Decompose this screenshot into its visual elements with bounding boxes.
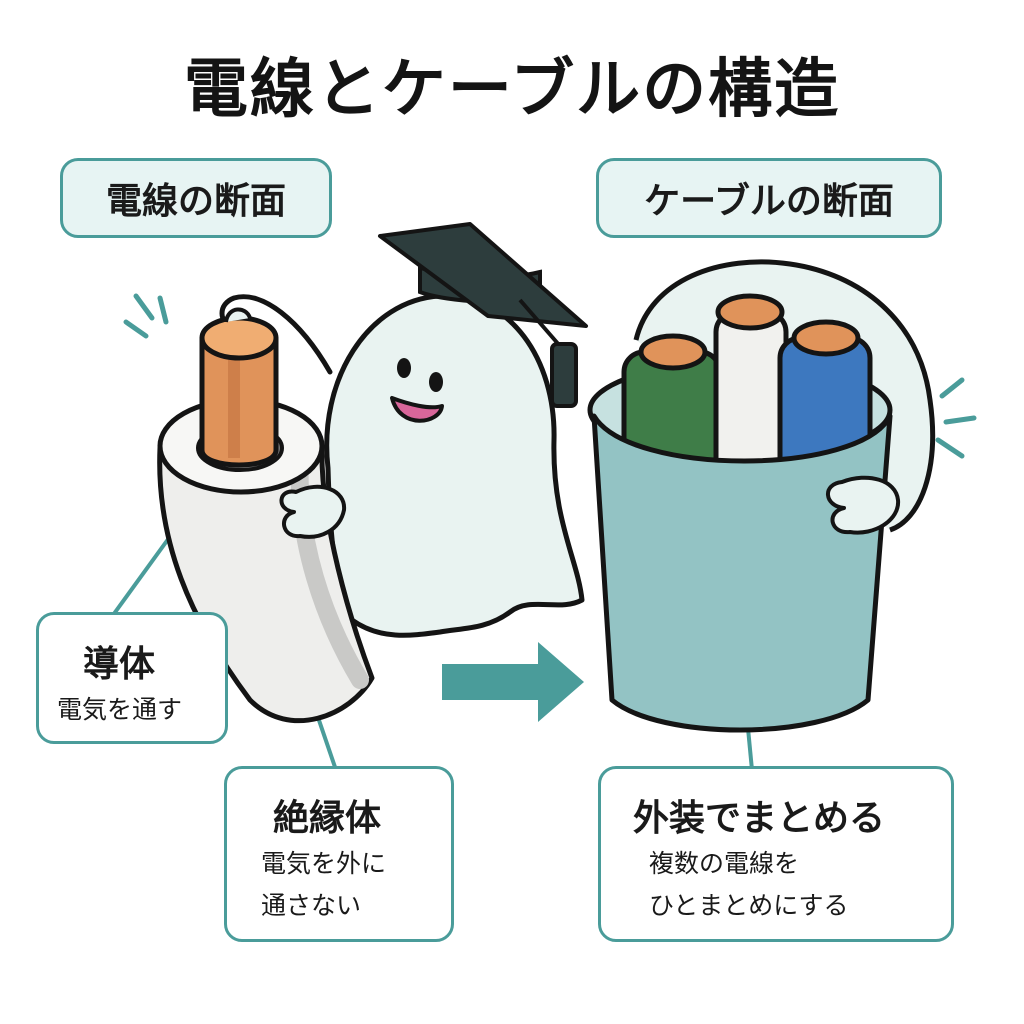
insulator-body-line2: 通さない bbox=[261, 891, 362, 920]
motion-marks bbox=[123, 293, 977, 459]
insulator-title: 絶縁体 bbox=[273, 798, 382, 839]
conductor-label: 導体 電気を通す bbox=[36, 612, 228, 744]
sheath-body-line1: 複数の電線を bbox=[649, 849, 800, 878]
right-header-text: ケーブルの断面 bbox=[644, 181, 894, 222]
insulator-body-line1: 電気を外に bbox=[261, 849, 387, 878]
left-header-text: 電線の断面 bbox=[105, 181, 286, 222]
right-header: ケーブルの断面 bbox=[596, 158, 942, 238]
sheath-title: 外装でまとめる bbox=[633, 798, 886, 839]
insulator-label: 絶縁体 電気を外に 通さない bbox=[224, 766, 454, 942]
left-header: 電線の断面 bbox=[60, 158, 332, 238]
arrow-right-icon bbox=[442, 642, 584, 722]
conductor-title: 導体 bbox=[83, 644, 156, 685]
sheath-label: 外装でまとめる 複数の電線を ひとまとめにする bbox=[598, 766, 954, 942]
sheath-body-line2: ひとまとめにする bbox=[649, 891, 849, 920]
graduation-cap-icon bbox=[378, 222, 588, 408]
wire-cross-section bbox=[157, 307, 375, 724]
cable-cross-section bbox=[587, 259, 936, 733]
page-title: 電線とケーブルの構造 bbox=[183, 53, 841, 127]
conductor-body: 電気を通す bbox=[57, 695, 183, 724]
